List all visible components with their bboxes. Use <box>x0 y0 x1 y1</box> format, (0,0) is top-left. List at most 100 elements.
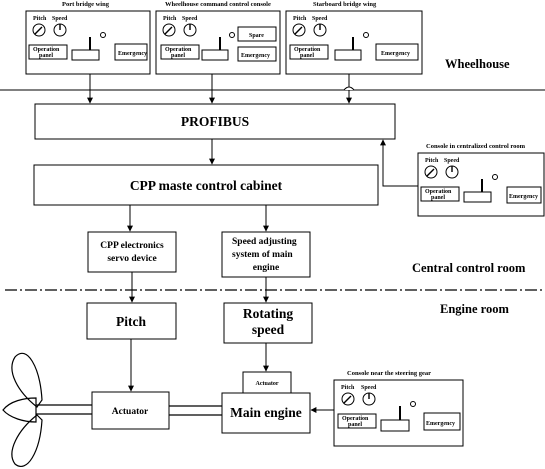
starboard-emergency-label: Emergency <box>381 51 410 57</box>
propeller-hub <box>2 397 37 423</box>
propeller-blade-lower <box>11 414 43 467</box>
wheelhouse-pitch-needle <box>164 26 173 35</box>
wheelhouse-indicator-lamp-icon <box>229 32 235 38</box>
port-indicator-lamp-icon <box>100 32 106 38</box>
cpp-cabinet-label: CPP maste control cabinet <box>130 178 283 193</box>
speed-adjusting-label-1: Speed adjusting <box>232 237 297 247</box>
wheelhouse-emergency-button <box>237 46 277 62</box>
main-engine-box <box>221 392 311 434</box>
steering-emergency-label: Emergency <box>426 421 455 427</box>
port-operation-label-1: Operation <box>33 47 60 53</box>
steering-pitch-dial-icon <box>341 392 355 406</box>
starboard-lever-base <box>334 49 362 61</box>
speed-adjusting-block: Speed adjusting system of main engine <box>221 231 311 278</box>
servo-block: CPP electronics servo device <box>87 231 177 273</box>
steering-pitch-needle <box>343 395 352 404</box>
wheelhouse-console-title: Wheelhouse command control console <box>165 1 271 8</box>
wheelhouse-console-frame <box>155 10 281 75</box>
starboard-emergency-button <box>375 43 419 61</box>
starboard-pitch-dial-icon <box>292 23 306 37</box>
wheelhouse-operation-panel <box>160 44 200 60</box>
cpp-cabinet-box <box>33 164 379 206</box>
centralized-indicator-lamp-icon <box>492 174 498 180</box>
steering-pitch-label: Pitch <box>341 385 355 391</box>
port-operation-panel <box>28 44 68 60</box>
actuator-box <box>91 391 170 430</box>
profibus-label: PROFIBUS <box>181 114 249 129</box>
wheelhouse-lever-base <box>201 49 229 61</box>
starboard-console-frame <box>285 10 423 75</box>
port-pitch-needle <box>34 26 43 35</box>
wheelhouse-console: Wheelhouse command control console Pitch… <box>155 1 281 75</box>
cpp-cabinet-block: CPP maste control cabinet <box>33 164 379 206</box>
rotating-speed-block: Rotating speed <box>223 302 313 344</box>
actuator-label: Actuator <box>112 407 149 417</box>
wheelhouse-speed-label: Speed <box>182 16 198 22</box>
centralized-console: Console in centralized control room Pitc… <box>417 143 545 217</box>
port-console-frame <box>25 10 151 75</box>
wheelhouse-pitch-dial-icon <box>162 23 176 37</box>
engine-actuator-label: Actuator <box>256 381 279 387</box>
centralized-console-title: Console in centralized control room <box>426 143 526 150</box>
wheelhouse-spare-label: Spare <box>249 33 264 39</box>
centralized-pitch-dial-icon <box>424 165 438 179</box>
arrow-centralized-to-profibus <box>380 139 418 187</box>
propeller-blade-upper <box>11 352 43 408</box>
servo-label-2: servo device <box>107 254 156 264</box>
zone-label-central-control-room: Central control room <box>412 261 526 275</box>
starboard-operation-label-2: panel <box>300 53 314 59</box>
starboard-console-title: Starboard bridge wing <box>313 1 377 8</box>
starboard-operation-label-1: Operation <box>294 47 321 53</box>
pitch-label: Pitch <box>116 314 146 329</box>
steering-lever-base <box>380 419 410 432</box>
main-engine-label: Main engine <box>230 405 302 420</box>
propeller-icon <box>2 352 92 467</box>
steering-speed-label: Speed <box>361 385 377 391</box>
centralized-emergency-button <box>506 186 542 204</box>
servo-box <box>87 231 177 273</box>
centralized-lever-base <box>463 191 492 203</box>
steering-emergency-button <box>423 412 461 431</box>
centralized-pitch-needle <box>426 168 435 177</box>
starboard-speed-label: Speed <box>312 16 328 22</box>
port-bridge-wing-console: Port bridge wing Pitch Speed Operation p… <box>25 1 151 75</box>
centralized-speed-label: Speed <box>444 158 460 164</box>
wheelhouse-emergency-label: Emergency <box>241 53 270 59</box>
starboard-pitch-label: Pitch <box>293 16 307 22</box>
starboard-pitch-needle <box>294 26 303 35</box>
actuator-block: Actuator <box>91 391 170 430</box>
steering-console-title: Console near the steering gear <box>347 370 431 377</box>
port-emergency-label: Emergency <box>118 51 147 57</box>
main-engine-block: Main engine <box>221 392 311 434</box>
steering-operation-label-2: panel <box>348 422 362 428</box>
port-speed-label: Speed <box>52 16 68 22</box>
port-operation-label-2: panel <box>39 53 53 59</box>
wheelhouse-operation-label-2: panel <box>171 53 185 59</box>
engine-actuator-block: Actuator <box>242 371 292 394</box>
zone-label-engine-room: Engine room <box>440 302 509 316</box>
port-emergency-button <box>114 43 148 61</box>
speed-adjusting-label-3: engine <box>253 263 279 273</box>
profibus-block: PROFIBUS <box>34 103 396 140</box>
steering-operation-label-1: Operation <box>342 416 369 422</box>
wheelhouse-pitch-label: Pitch <box>163 16 177 22</box>
steering-indicator-lamp-icon <box>410 401 416 407</box>
starboard-bridge-wing-console: Starboard bridge wing Pitch Speed Operat… <box>285 1 423 75</box>
steering-console-frame <box>333 379 464 447</box>
centralized-console-frame <box>417 152 545 217</box>
wheelhouse-operation-label-1: Operation <box>165 47 192 53</box>
zone-label-wheelhouse: Wheelhouse <box>445 57 510 71</box>
starboard-indicator-lamp-icon <box>363 32 369 38</box>
rotating-speed-label-1: Rotating <box>243 306 293 321</box>
line-crossover-hop <box>343 86 355 91</box>
port-pitch-dial-icon <box>32 23 46 37</box>
pitch-block: Pitch <box>86 302 177 340</box>
centralized-operation-label-1: Operation <box>425 189 452 195</box>
centralized-pitch-label: Pitch <box>425 158 439 164</box>
speed-adjusting-label-2: system of main <box>232 250 293 260</box>
port-lever-base <box>71 49 100 61</box>
port-console-title: Port bridge wing <box>62 1 110 8</box>
steering-console: Console near the steering gear Pitch Spe… <box>333 370 464 447</box>
centralized-emergency-label: Emergency <box>509 194 538 200</box>
